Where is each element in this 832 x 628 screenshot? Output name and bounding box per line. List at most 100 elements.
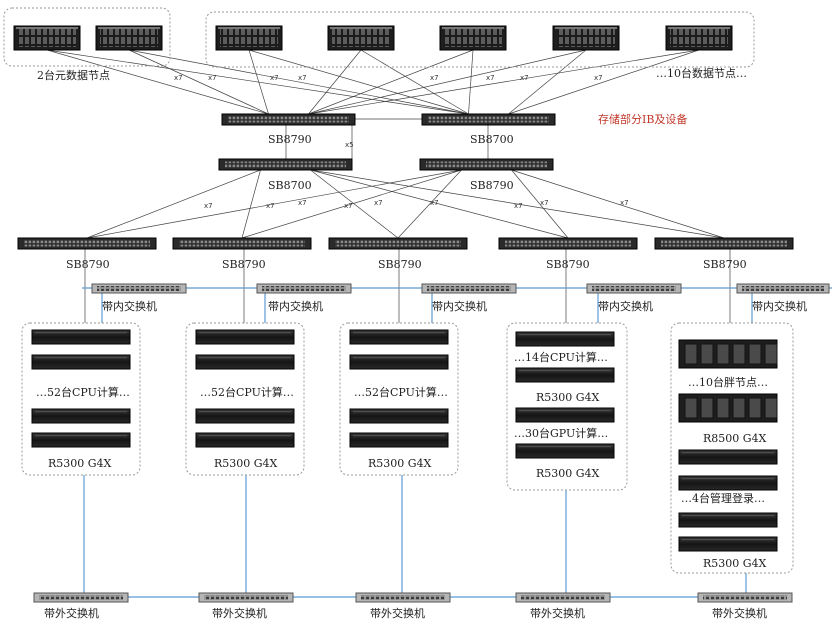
link-count-label: x7 — [266, 202, 275, 210]
group-count-label: …52台CPU计算… — [200, 385, 294, 399]
ib-switch — [221, 113, 356, 126]
ib-switch — [498, 237, 638, 250]
group-count-label: …14台CPU计算… — [514, 350, 608, 364]
ib-link — [46, 49, 269, 115]
compute-group-4-border — [506, 322, 628, 491]
group-model-label: R5300 G4X — [536, 467, 600, 480]
storage-units — [13, 25, 733, 51]
group-model-label: R5300 G4X — [368, 457, 432, 470]
compute-group-5-border — [670, 322, 794, 574]
server-unit — [349, 408, 449, 424]
group-count-label: …30台GPU计算… — [514, 426, 608, 440]
group-model-label: R5300 G4X — [703, 557, 767, 570]
storage-switch-left-label: SB8790 — [268, 133, 312, 146]
storage-node — [95, 25, 163, 51]
group-count-label: …10台胖节点… — [688, 375, 768, 389]
ethernet-switch — [736, 283, 830, 294]
ib-link — [508, 49, 587, 115]
link-count-label: x7 — [520, 74, 529, 82]
ib-switch — [328, 237, 468, 250]
ethernet-switch — [33, 592, 129, 603]
compute-group-1-border — [21, 322, 141, 476]
leaf-switch-label: SB8790 — [378, 258, 422, 271]
ib-link — [468, 49, 474, 115]
storage-node — [215, 25, 283, 51]
outband-switch-label: 带外交换机 — [370, 606, 425, 620]
server-unit — [515, 331, 615, 347]
server-unit — [31, 432, 131, 448]
storage-node — [552, 25, 620, 51]
leaf-switch-label: SB8790 — [703, 258, 747, 271]
storage-node — [13, 25, 81, 51]
ib-link — [308, 49, 587, 115]
inband-switch-label: 带内交换机 — [268, 299, 323, 313]
ib-switch — [218, 158, 353, 171]
ib-switch — [421, 113, 556, 126]
link-count-label: x7 — [174, 74, 183, 82]
ib-link — [508, 49, 700, 115]
server-unit — [515, 443, 615, 459]
link-count-label: x7 — [298, 199, 307, 207]
ib-link — [248, 49, 469, 115]
inband-switch-label: 带内交换机 — [102, 299, 157, 313]
ethernet-switch — [198, 592, 294, 603]
ib-switches — [17, 113, 830, 603]
ib-link — [128, 49, 469, 115]
ib-link — [511, 169, 725, 239]
server-unit — [678, 475, 778, 491]
data-group-border — [205, 11, 755, 68]
ib-link — [310, 169, 725, 239]
server-unit — [195, 432, 295, 448]
server-unit — [678, 512, 778, 528]
ib-link — [397, 169, 462, 239]
link-count-label: x7 — [486, 74, 495, 82]
server-unit — [195, 354, 295, 370]
ib-link — [241, 169, 462, 239]
server-unit — [31, 329, 131, 345]
server-unit — [349, 354, 449, 370]
outband-switch-label: 带外交换机 — [44, 606, 99, 620]
infiniband-links — [46, 49, 731, 323]
link-count-label: x7 — [204, 202, 213, 210]
server-unit — [515, 367, 615, 383]
link-count-label: x7 — [374, 199, 383, 207]
group-count-label: …52台CPU计算… — [36, 385, 130, 399]
storage-switch-right-label: SB8700 — [470, 133, 514, 146]
core-link-label: x5 — [345, 141, 354, 149]
ib-link — [310, 169, 569, 239]
link-count-label: x7 — [594, 74, 603, 82]
ethernet-switch — [515, 592, 611, 603]
group-count-label: …4台管理登录… — [681, 491, 765, 505]
server-unit — [31, 354, 131, 370]
ib-link — [86, 169, 462, 239]
fat-server-unit — [678, 339, 778, 369]
ib-link — [241, 169, 261, 239]
server-unit — [349, 432, 449, 448]
core-switch-right-label: SB8790 — [470, 179, 514, 192]
link-count-label: x7 — [344, 202, 353, 210]
ib-link — [46, 49, 469, 115]
leaf-switch-label: SB8790 — [66, 258, 110, 271]
data-group-label: …10台数据节点… — [656, 66, 747, 80]
compute-group-2-border — [185, 322, 305, 476]
link-count-label: x7 — [208, 74, 217, 82]
ib-link — [310, 169, 399, 239]
ib-link — [308, 49, 474, 115]
server-unit — [515, 407, 615, 423]
compute-group-3-border — [339, 322, 459, 476]
server-unit — [195, 329, 295, 345]
link-count-label: x7 — [514, 202, 523, 210]
servers — [31, 329, 778, 552]
ib-link — [360, 49, 469, 115]
ib-link — [128, 49, 269, 115]
server-unit — [195, 408, 295, 424]
inband-switch-label: 带内交换机 — [432, 299, 487, 313]
link-count-label: x7 — [540, 199, 549, 207]
ethernet-switch — [256, 283, 352, 294]
fat-server-unit — [678, 393, 778, 423]
core-switch-left-label: SB8700 — [268, 179, 312, 192]
leaf-switch-label: SB8790 — [546, 258, 590, 271]
metadata-group-label: 2台元数据节点 — [37, 68, 110, 82]
ethernet-switch — [91, 283, 187, 294]
